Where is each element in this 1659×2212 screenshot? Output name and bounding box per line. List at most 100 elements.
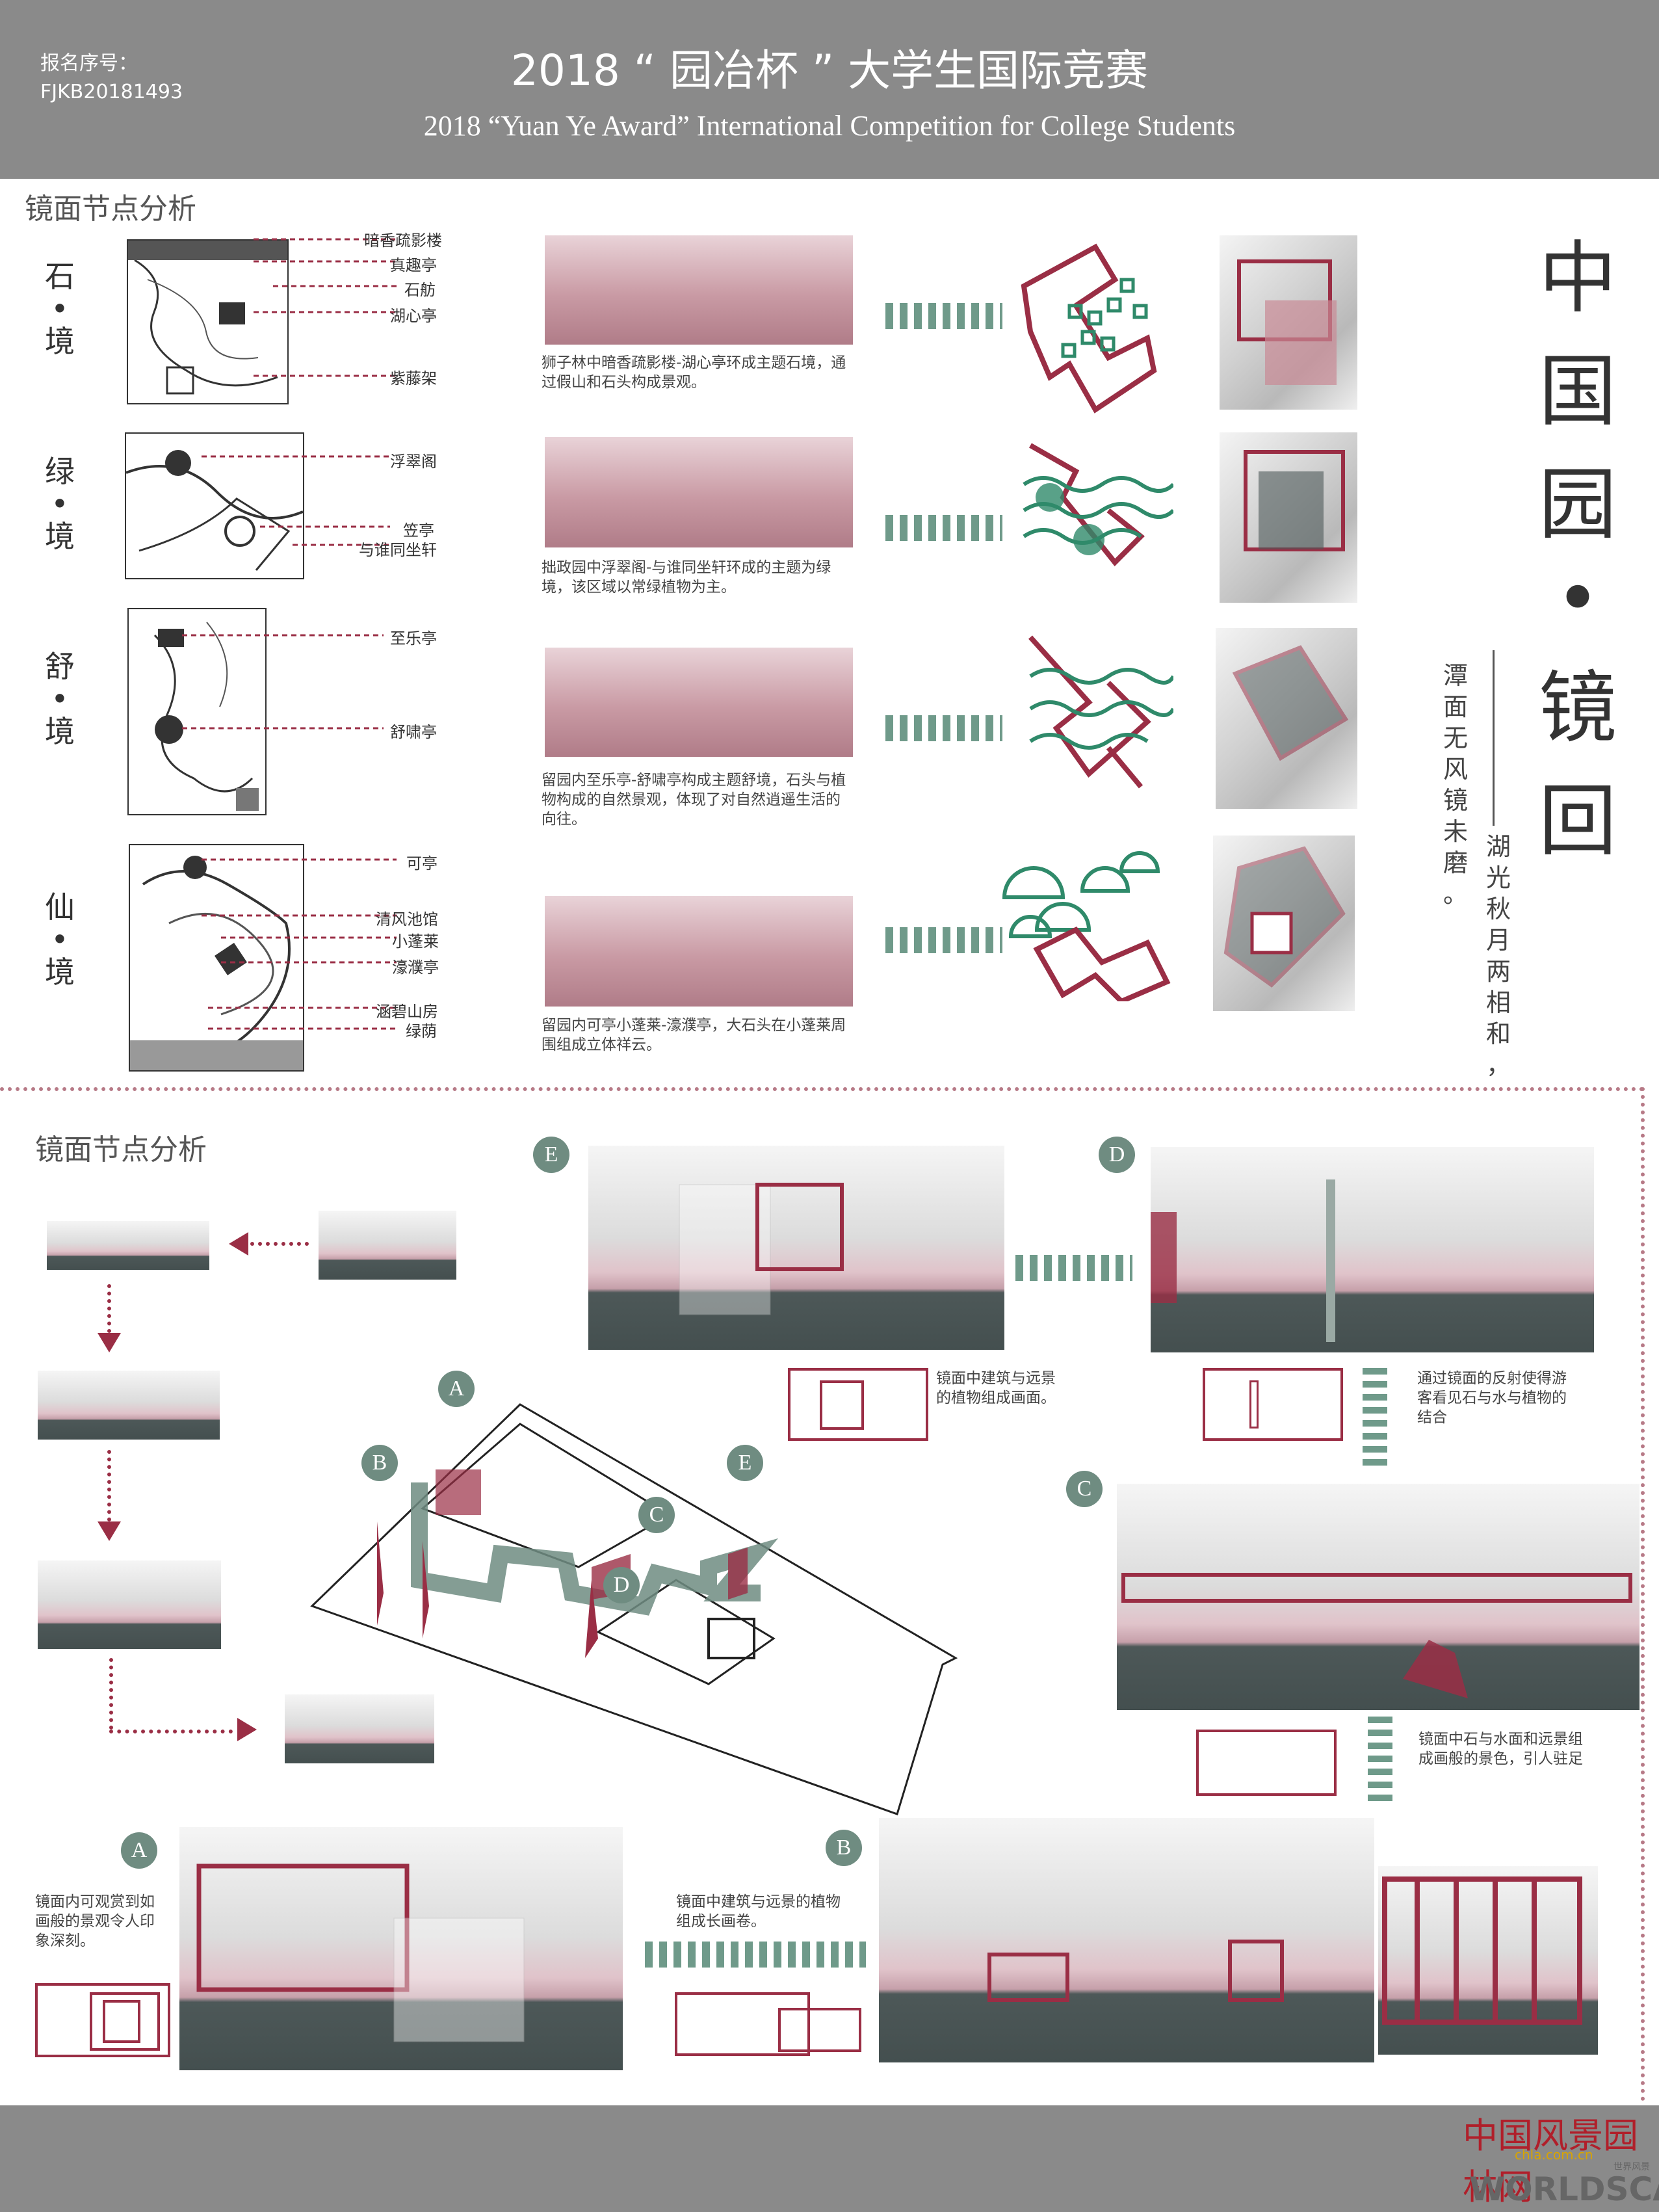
view-d-render xyxy=(1151,1147,1594,1352)
map-label: 与谁同坐轩 xyxy=(359,541,437,559)
dashed-connector xyxy=(885,927,1002,953)
scene-char: 仙 xyxy=(45,889,75,925)
composition-frame-d xyxy=(1203,1368,1343,1441)
stone-abstract-diagram xyxy=(1021,243,1157,414)
title-char: • xyxy=(1554,554,1601,644)
poem-char: 潭 xyxy=(1443,661,1468,690)
poem-char: 和 xyxy=(1485,1020,1511,1048)
fairyland-landscape-image xyxy=(545,896,853,1007)
flow-scene-4 xyxy=(38,1560,221,1649)
worldscape-logo-tag: 世界风景 xyxy=(1613,2162,1650,2172)
poem-char: 无 xyxy=(1443,724,1468,752)
flow-dotted-line xyxy=(109,1658,113,1730)
registration-label: 报名序号： xyxy=(40,52,138,75)
view-a-render xyxy=(179,1827,623,2070)
view-e-caption: 镜面中建筑与远景的植物组成画面。 xyxy=(936,1370,1056,1406)
inner-frame xyxy=(103,2000,140,2043)
section2-title: 镜面节点分析 xyxy=(35,1133,207,1166)
poem-char: 磨 xyxy=(1443,849,1468,877)
view-e-render xyxy=(588,1146,1004,1350)
view-badge-b: B xyxy=(826,1830,862,1866)
scene-caption: 狮子林中暗香疏影楼-湖心亭环成主题石境，通过假山和石头构成景观。 xyxy=(542,354,846,391)
ease-abstract-diagram xyxy=(1028,635,1173,789)
scene-fairyland: 仙 • 境 xyxy=(40,891,79,988)
flow-arrow-down xyxy=(98,1333,121,1352)
node-badge-e: E xyxy=(727,1445,763,1481)
green-abstract-diagram xyxy=(1023,443,1173,566)
dashed-connector xyxy=(885,515,1002,541)
header-bar: 报名序号： FJKB20181493 2018 “ 园冶杯 ” 大学生国际竞赛 … xyxy=(0,0,1659,179)
poem-char: ， xyxy=(1485,1051,1511,1079)
vertical-title: 中 国 园 • 镜 回 xyxy=(1529,215,1626,871)
map-label: 舒啸亭 xyxy=(390,723,437,741)
inner-frame xyxy=(778,2008,861,2052)
poem-char: 。 xyxy=(1443,880,1468,908)
poem-char: 相 xyxy=(1485,988,1511,1017)
fairyland-abstract-diagram xyxy=(1002,851,1171,1001)
scene-char: 绿 xyxy=(45,454,75,489)
dashed-connector xyxy=(1015,1255,1132,1281)
scene-caption: 留园内可亭小蓬莱-濠濮亭，大石头在小蓬莱周围组成立体祥云。 xyxy=(542,1017,846,1053)
axonometric-site-plan xyxy=(310,1403,958,1815)
scene-caption: 留园内至乐亭-舒啸亭构成主题舒境，石头与植物构成的自然景观，体现了对自然逍遥生活… xyxy=(542,772,846,828)
poem-char: 两 xyxy=(1485,957,1511,986)
poem-line-1: 湖 光 秋 月 两 相 和 ， xyxy=(1483,831,1513,1081)
flow-dotted-line xyxy=(107,1284,111,1333)
pergola-render xyxy=(1378,1866,1598,2055)
flow-dotted-line xyxy=(107,1450,111,1521)
map-label: 笠亭 xyxy=(403,521,434,540)
section1-title: 镜面节点分析 xyxy=(25,192,196,226)
vertical-dashed-connector xyxy=(1368,1717,1392,1808)
scene-char: 石 xyxy=(45,259,75,294)
composition-frame-c xyxy=(1196,1730,1337,1796)
leader-lines xyxy=(182,634,384,730)
poster-title-cn: 2018 “ 园冶杯 ” 大学生国际竞赛 xyxy=(510,46,1149,96)
poem-char: 镜 xyxy=(1443,786,1468,815)
dashed-connector xyxy=(885,715,1002,741)
map-label: 暗香疏影楼 xyxy=(364,231,442,250)
registration-number: FJKB20181493 xyxy=(40,81,183,103)
map-label: 绿荫 xyxy=(406,1022,437,1040)
scene-char: 境 xyxy=(45,519,75,554)
flow-scene-5 xyxy=(285,1694,434,1763)
scene-caption: 拙政园中浮翠阁-与谁同坐轩环成的主题为绿境，该区域以常绿植物为主。 xyxy=(542,559,831,596)
view-a-caption: 镜面内可观赏到如画般的景观令人印象深刻。 xyxy=(35,1893,155,1949)
view-b-render xyxy=(879,1818,1374,2062)
inner-frame xyxy=(820,1380,864,1430)
leader-lines xyxy=(202,858,397,1030)
node-badge-b: B xyxy=(361,1445,398,1481)
site-plan-lines xyxy=(128,241,287,395)
poem-char: 秋 xyxy=(1485,895,1511,923)
site-plan-map xyxy=(127,239,289,404)
fairyland-aerial-render xyxy=(1213,836,1355,1011)
flow-dotted-line xyxy=(109,1730,233,1733)
view-c-render xyxy=(1117,1484,1639,1710)
map-label: 濠濮亭 xyxy=(392,958,439,977)
scene-char: 境 xyxy=(45,714,75,749)
section-divider xyxy=(0,1087,1645,1091)
composition-frame-a xyxy=(35,1983,170,2057)
map-label: 涵碧山房 xyxy=(376,1003,438,1021)
view-b-caption: 镜面中建筑与远景的植物组成长画卷。 xyxy=(676,1893,841,1930)
map-label: 湖心亭 xyxy=(390,307,437,325)
dashed-connector xyxy=(645,1942,866,1968)
view-badge-c: C xyxy=(1066,1471,1103,1507)
title-char: 中 xyxy=(1539,233,1617,324)
site-plan-map xyxy=(127,608,267,815)
poem-char: 湖 xyxy=(1485,832,1511,861)
vertical-divider xyxy=(1493,650,1495,826)
view-c-caption: 镜面中石与水面和远景组成画般的景色，引人驻足 xyxy=(1418,1731,1583,1767)
title-char: 回 xyxy=(1539,776,1617,867)
title-char: 园 xyxy=(1539,460,1617,550)
flow-arrow-right xyxy=(237,1718,257,1741)
scene-stone: 石 • 境 xyxy=(40,260,79,358)
map-label: 可亭 xyxy=(406,854,438,873)
view-badge-d: D xyxy=(1099,1137,1135,1173)
poem-line-2: 潭 面 无 风 镜 未 磨 。 xyxy=(1441,660,1470,910)
footer-bar xyxy=(0,2105,1659,2212)
node-badge-d: D xyxy=(603,1567,640,1603)
scene-char: • xyxy=(51,291,69,326)
flow-dotted-line xyxy=(250,1242,309,1246)
leader-lines xyxy=(202,455,390,546)
section-divider-vertical xyxy=(1641,1087,1645,2101)
